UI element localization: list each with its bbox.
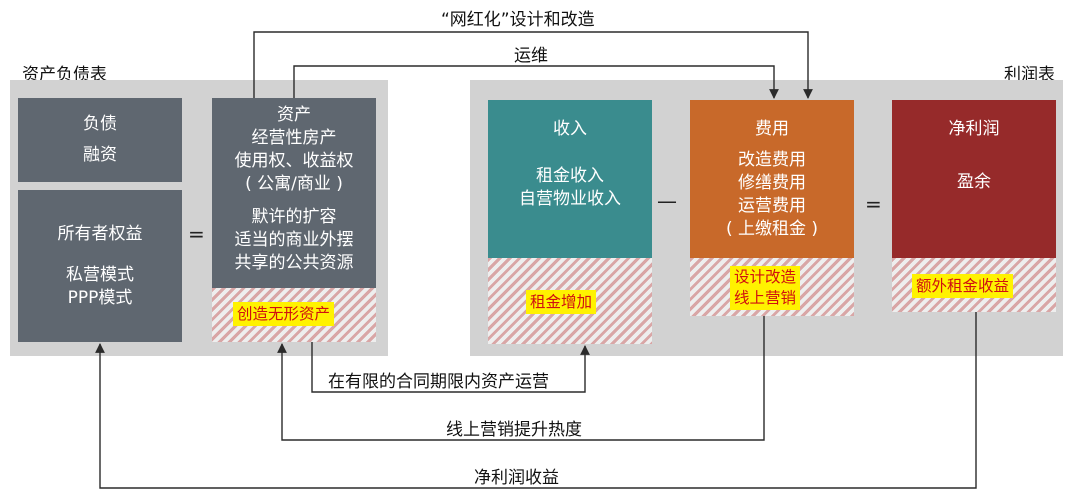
arrow-operations — [293, 65, 779, 99]
outdoor-business-label: 适当的商业外摆 — [234, 230, 354, 250]
label-asset-operation: 在有限的合同期限内资产运营 — [328, 372, 549, 392]
arrow-asset-operation — [311, 342, 590, 393]
label-design-renovation: “网红化”设计和改造 — [441, 10, 595, 30]
surplus-label: 盈余 — [957, 172, 991, 192]
operating-cost-label: 运营费用 — [738, 196, 806, 216]
arrow-design-renovation — [253, 31, 813, 99]
tacit-expansion-label: 默许的扩容 — [251, 207, 337, 227]
net-profit-label: 净利润 — [948, 119, 1000, 139]
arrow-net-profit — [95, 312, 977, 489]
equals-sign-right: = — [865, 192, 882, 216]
revenue-tag: 租金增加 — [526, 290, 597, 314]
financing-label: 融资 — [83, 145, 117, 165]
assets-label: 资产 — [277, 105, 311, 125]
private-mode-label: 私营模式 — [66, 264, 134, 285]
liabilities-label: 负债 — [83, 114, 117, 134]
online-marketing-tag: 线上营销 — [734, 289, 797, 307]
revenue-label: 收入 — [553, 119, 587, 139]
assets-tag: 创造无形资产 — [233, 302, 335, 326]
label-net-profit: 净利润收益 — [474, 468, 559, 488]
profit-box: 净利润 盈余 — [892, 100, 1056, 258]
label-operations: 运维 — [514, 46, 548, 66]
rent-paid-label: ( 上缴租金 ) — [725, 219, 819, 239]
usage-rights-label: 使用权、收益权 — [234, 151, 354, 171]
design-renovation-tag: 设计改造 — [734, 268, 797, 286]
label-online-marketing: 线上营销提升热度 — [446, 420, 582, 440]
renovation-cost-label: 改造费用 — [738, 150, 806, 170]
self-operated-income-label: 自营物业收入 — [519, 189, 621, 209]
revenue-box: 收入 租金收入 自营物业收入 — [488, 100, 652, 258]
assets-box: 资产 经营性房产 使用权、收益权 ( 公寓/商业 ) 默许的扩容 适当的商业外摆… — [212, 98, 376, 288]
operating-property-label: 经营性房产 — [251, 128, 337, 148]
minus-sign: — — [657, 189, 677, 213]
shared-resources-label: 共享的公共资源 — [234, 253, 354, 273]
equity-box: 所有者权益 私营模式 PPP模式 — [18, 190, 182, 342]
rent-income-label: 租金收入 — [536, 166, 604, 186]
equity-label: 所有者权益 — [57, 223, 143, 244]
equals-sign-left: = — [188, 222, 205, 246]
liabilities-box: 负债 融资 — [18, 98, 182, 182]
expense-label: 费用 — [755, 119, 789, 139]
arrow-online-marketing — [277, 316, 765, 441]
expense-box: 费用 改造费用 修缮费用 运营费用 ( 上缴租金 ) — [690, 100, 854, 258]
ppp-mode-label: PPP模式 — [67, 287, 133, 308]
repair-cost-label: 修缮费用 — [738, 173, 806, 193]
expense-tag: 设计改造 线上营销 — [730, 266, 801, 310]
profit-tag: 额外租金收益 — [912, 274, 1014, 298]
apartment-commercial-label: ( 公寓/商业 ) — [245, 174, 343, 194]
